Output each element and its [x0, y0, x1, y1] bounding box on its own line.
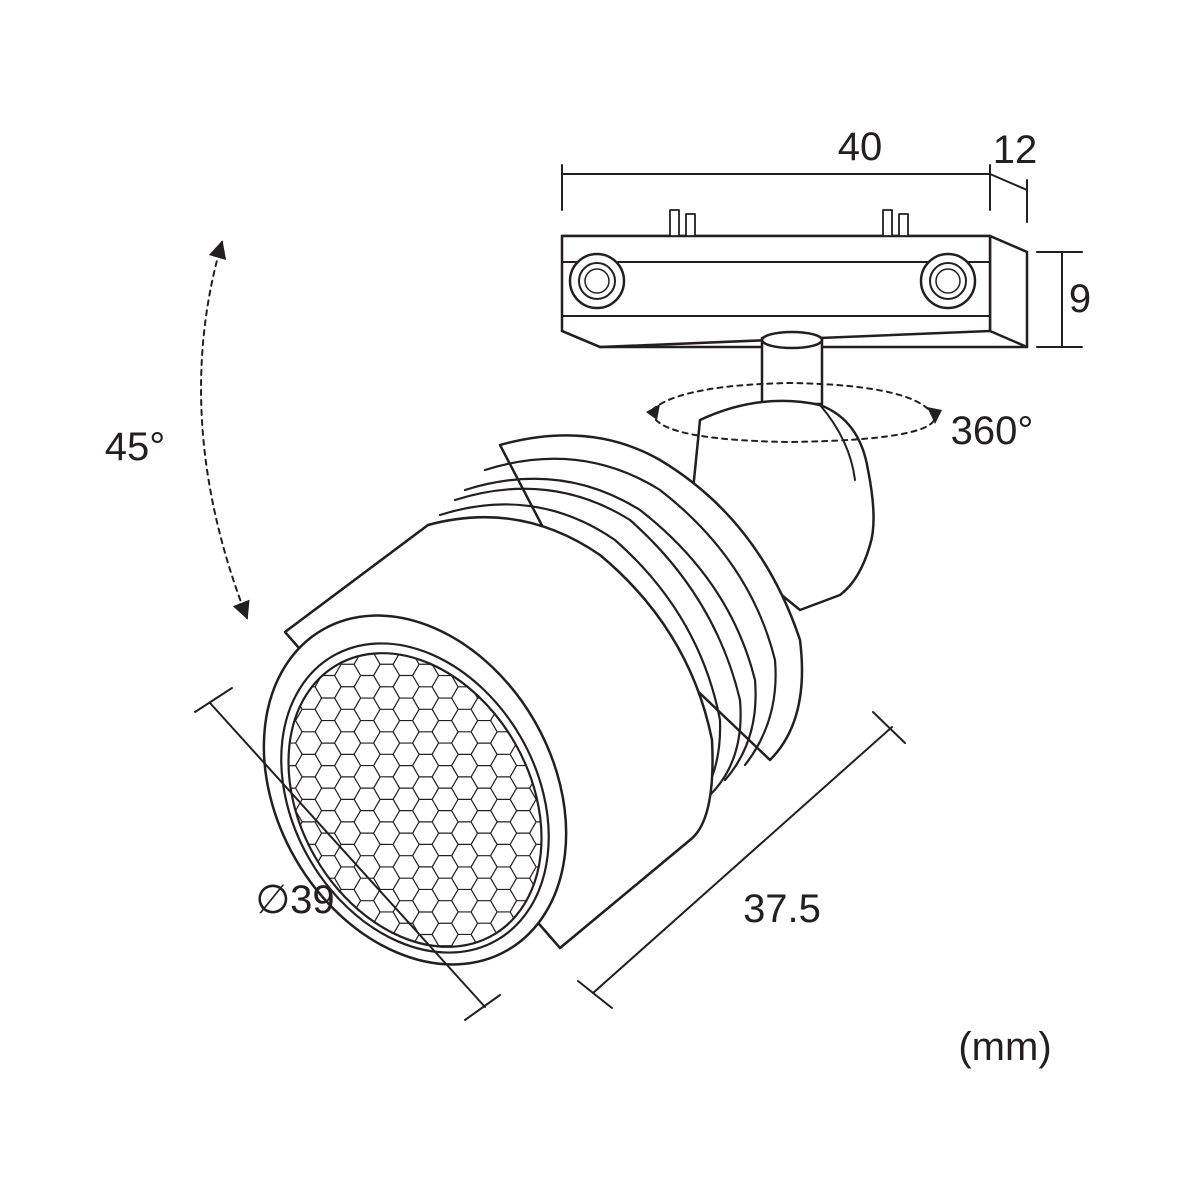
tilt-angle-label: 45°	[105, 425, 166, 469]
lamp-body	[237, 434, 804, 993]
left-magnet	[568, 252, 626, 310]
height-label: 9	[1069, 277, 1091, 321]
height-dimension: 9	[1036, 251, 1091, 348]
unit-label: (mm)	[958, 1025, 1051, 1069]
body-length-dimension: 37.5	[577, 711, 906, 1009]
diameter-label: ∅39	[255, 878, 334, 922]
honeycomb-lens	[237, 607, 593, 993]
right-magnet	[919, 252, 977, 310]
tilt-arc: 45°	[105, 240, 250, 620]
depth-dimension: 12	[989, 128, 1038, 223]
length-dimension: 40	[561, 125, 991, 211]
rotation-angle-label: 360°	[951, 409, 1034, 453]
rotation-ellipse: 360°	[646, 382, 1034, 453]
length-label: 40	[838, 125, 883, 169]
stem	[760, 330, 824, 406]
track-adapter	[560, 209, 1029, 349]
diameter-dimension: ∅39	[194, 687, 501, 1021]
depth-label: 12	[993, 128, 1038, 172]
body-length-label: 37.5	[743, 887, 821, 931]
swivel-joint	[688, 399, 875, 612]
contact-pins	[669, 209, 909, 237]
